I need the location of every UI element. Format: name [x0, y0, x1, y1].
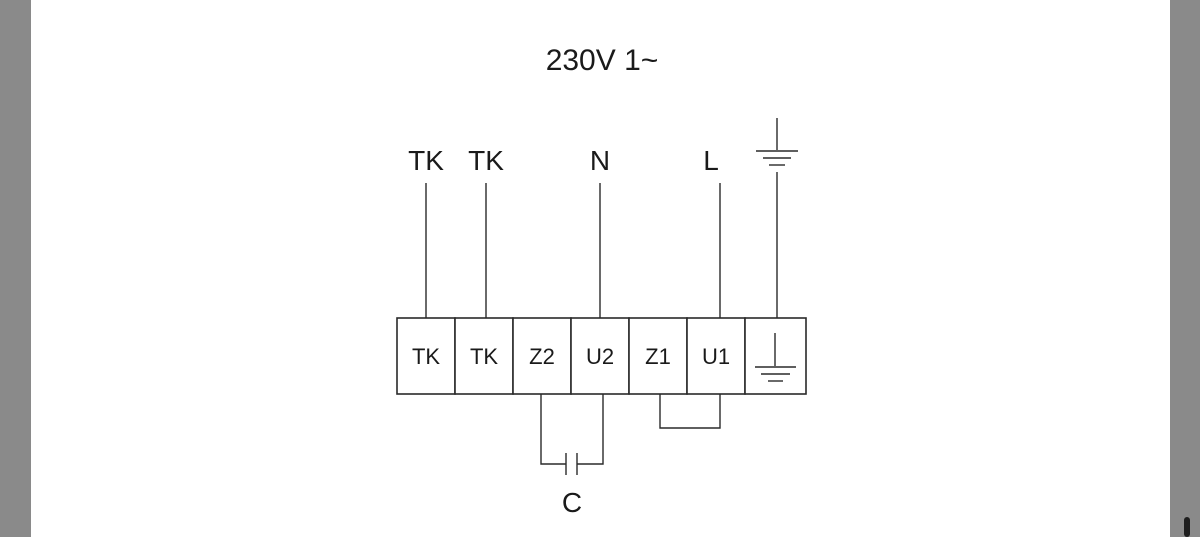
- terminal-tk-1: [396, 317, 456, 395]
- terminal-z2: [512, 317, 572, 395]
- terminal-label-u1: U1: [702, 344, 730, 369]
- terminal-z1: [628, 317, 688, 395]
- scrollbar-thumb[interactable]: [1184, 517, 1190, 537]
- terminal-label-tk-1: TK: [412, 344, 440, 369]
- terminal-u2: [570, 317, 630, 395]
- diagram-title: 230V 1~: [546, 44, 659, 77]
- top-label-tk-2: TK: [468, 145, 504, 176]
- bridge-z1-u1: [659, 394, 721, 429]
- terminal-tk-2: [454, 317, 514, 395]
- ground-icon: [756, 118, 798, 166]
- terminal-label-u2: U2: [586, 344, 614, 369]
- terminal-label-z1: Z1: [645, 344, 671, 369]
- top-label-n: N: [590, 145, 610, 176]
- terminal-block: TK TK Z2 U2 Z1 U1: [396, 317, 807, 395]
- top-label-tk-1: TK: [408, 145, 444, 176]
- top-label-l: L: [703, 145, 719, 176]
- ground-icon: [755, 333, 796, 382]
- terminal-u1: [686, 317, 746, 395]
- capacitor: [540, 394, 604, 475]
- terminal-label-z2: Z2: [529, 344, 555, 369]
- capacitor-label: C: [562, 487, 582, 518]
- terminal-label-tk-2: TK: [470, 344, 498, 369]
